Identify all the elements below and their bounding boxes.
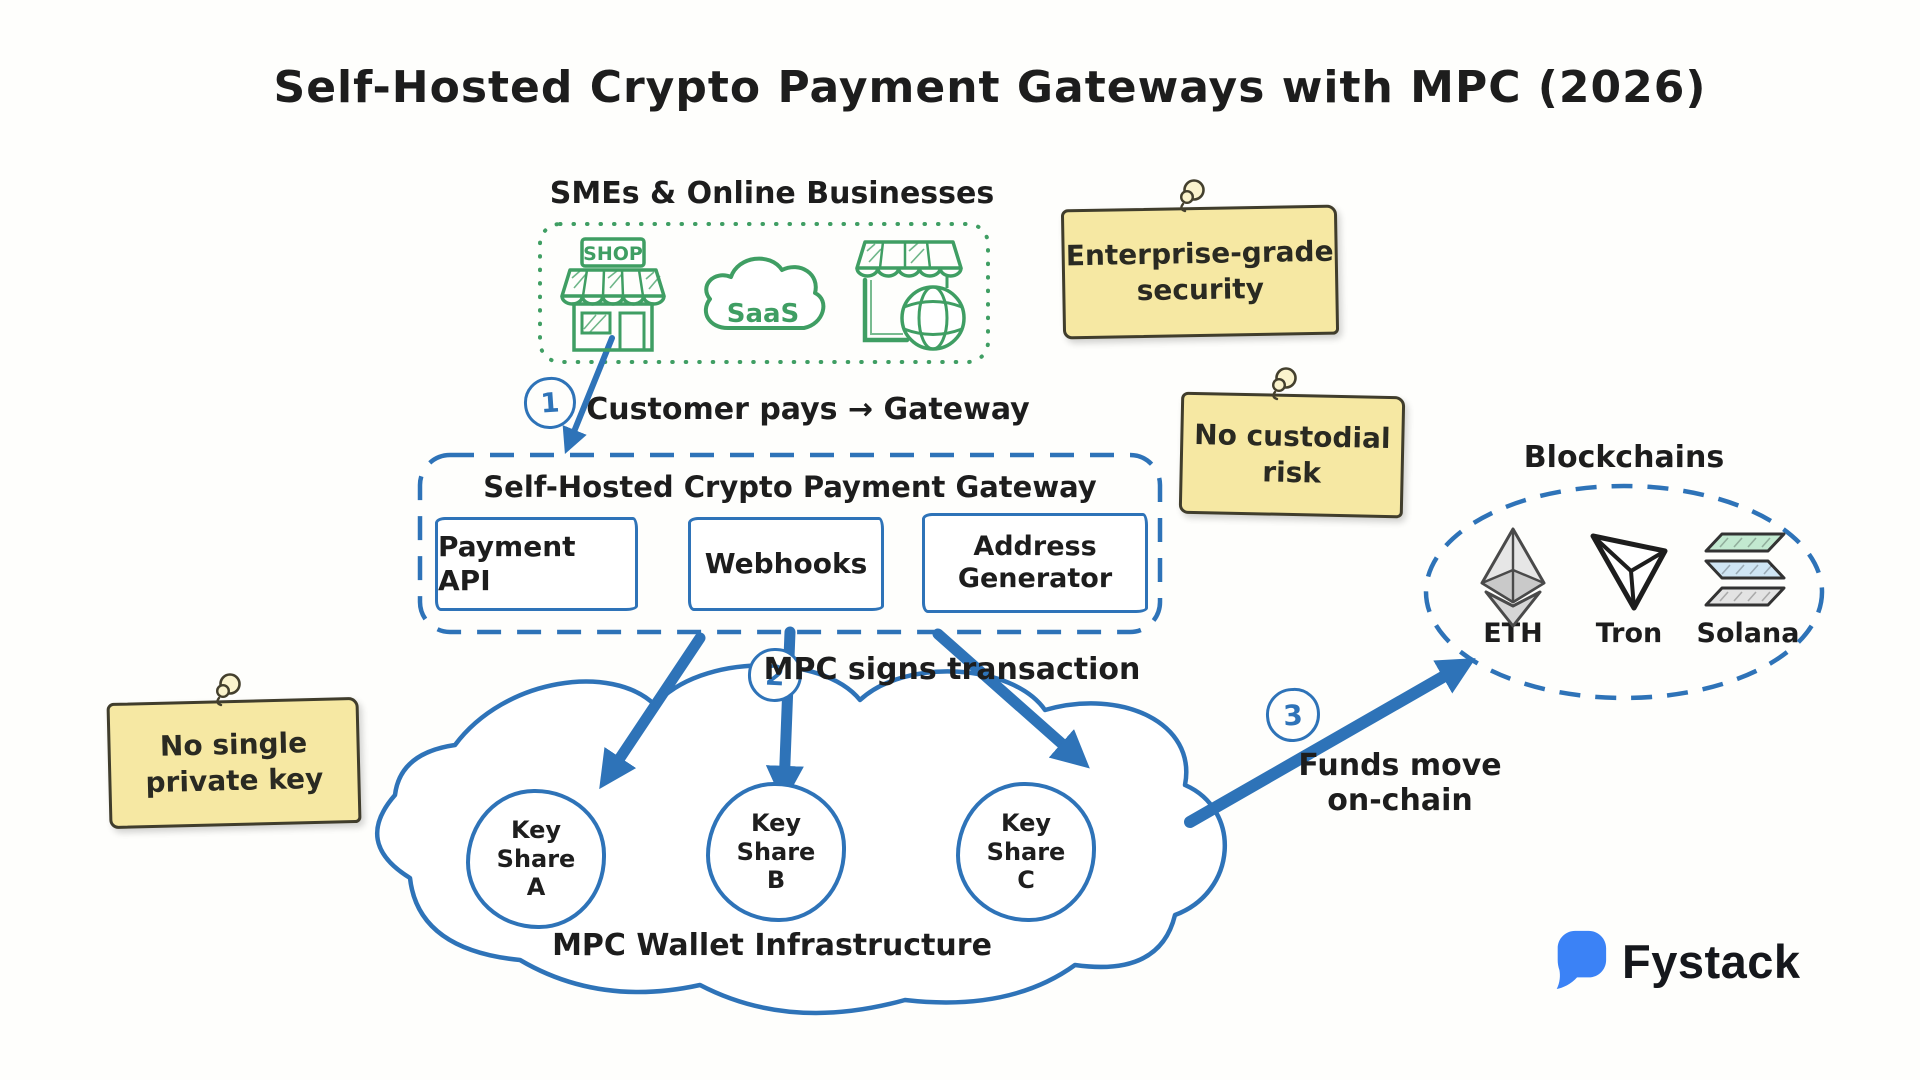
step3-label: Funds move on-chain <box>1298 748 1502 818</box>
arrow-step1 <box>562 335 615 455</box>
arrow-step3 <box>1184 658 1476 828</box>
solana-icon <box>1704 532 1786 607</box>
saas-label: SaaS <box>727 299 800 329</box>
note-enterprise-security-text: Enterprise-grade security <box>1065 234 1334 308</box>
note-no-single-private-key: No single private key <box>106 696 362 830</box>
key-share-b-circle: Key Share B <box>706 782 846 922</box>
eth-icon <box>1480 527 1546 628</box>
gateway-dashed-box <box>417 452 1163 635</box>
smes-label: SMEs & Online Businesses <box>549 176 995 211</box>
pushpin-icon <box>215 673 241 707</box>
arrow-keyshare-a <box>599 632 706 790</box>
note-no-single-private-key-text: No single private key <box>145 725 324 800</box>
blockchains-label: Blockchains <box>1523 440 1725 475</box>
brand-wordmark: Fystack <box>1622 935 1801 988</box>
saas-cloud-icon: SaaS <box>703 256 826 330</box>
step3-number: 3 <box>1282 698 1304 732</box>
key-share-c-label: Key Share C <box>986 808 1066 895</box>
note-no-custodial-risk: No custodial risk <box>1178 391 1406 519</box>
smes-dotted-box <box>538 222 990 364</box>
key-share-a-label: Key Share A <box>496 815 576 902</box>
payment-api-box: Payment API <box>435 517 638 611</box>
step1-label: Customer pays → Gateway <box>586 392 1030 427</box>
key-share-b-label: Key Share B <box>736 808 816 895</box>
step2-label: MPC signs transaction <box>763 652 1141 687</box>
pushpin-icon <box>1179 179 1205 213</box>
key-share-a-circle: Key Share A <box>466 789 606 929</box>
payment-api-label: Payment API <box>438 530 576 597</box>
arrow-keyshare-c <box>932 628 1090 769</box>
shop-sign-label: SHOP <box>583 243 643 265</box>
online-store-icon <box>855 240 966 351</box>
shop-icon: SHOP <box>560 237 666 352</box>
webhooks-label: Webhooks <box>704 547 868 581</box>
tron-label: Tron <box>1595 618 1663 649</box>
note-enterprise-security: Enterprise-grade security <box>1060 204 1340 340</box>
gateway-title: Self-Hosted Crypto Payment Gateway <box>483 470 1097 504</box>
fystack-logo-icon <box>1556 930 1607 990</box>
address-generator-label: Address Generator <box>957 530 1113 594</box>
mpc-infrastructure-label: MPC Wallet Infrastructure <box>552 928 992 963</box>
tron-icon <box>1590 533 1668 611</box>
key-share-c-circle: Key Share C <box>956 782 1096 922</box>
note-no-custodial-risk-text: No custodial risk <box>1193 417 1391 490</box>
solana-label: Solana <box>1696 618 1800 649</box>
blockchains-ellipse <box>1423 483 1825 701</box>
pushpin-icon <box>1271 367 1297 401</box>
webhooks-box: Webhooks <box>688 517 884 611</box>
page-title: Self-Hosted Crypto Payment Gateways with… <box>273 62 1707 113</box>
step1-number: 1 <box>539 386 561 420</box>
address-generator-box: Address Generator <box>922 513 1148 613</box>
